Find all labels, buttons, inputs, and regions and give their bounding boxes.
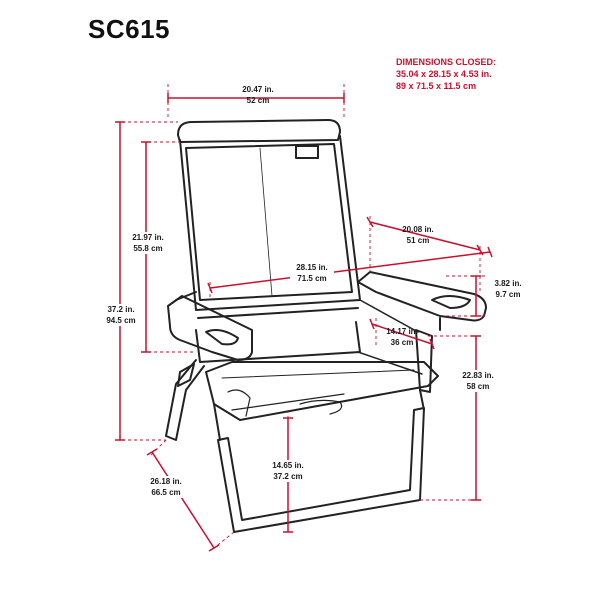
dim-label-seat-depth: 14.17 in. 36 cm xyxy=(380,326,424,348)
front-leg-frame xyxy=(217,407,425,533)
dim-seat-depth-cm: 36 cm xyxy=(390,338,414,347)
right-side-rail xyxy=(359,299,419,333)
seat-strap-left xyxy=(227,389,251,417)
dimensions-closed-metric: 89 x 71.5 x 11.5 cm xyxy=(396,81,477,91)
right-rear-leg xyxy=(415,329,433,393)
dim-overall-width-cm: 71.5 cm xyxy=(297,274,327,283)
dimensions-closed-block: DIMENSIONS CLOSED: 35.04 x 28.15 x 4.53 … xyxy=(396,56,496,92)
dim-total-height-cm: 94.5 cm xyxy=(106,316,136,325)
dim-back-height-in: 21.97 in. xyxy=(132,233,164,242)
dim-line-overall-width xyxy=(209,251,491,289)
dim-label-total-height: 37.2 in. 94.5 cm xyxy=(100,304,142,326)
backrest-tag xyxy=(295,145,319,159)
right-armrest xyxy=(357,271,487,322)
dim-label-depth: 26.18 in. 66.5 cm xyxy=(144,476,188,498)
dim-armrest-length-in: 20.08 in. xyxy=(402,225,434,234)
seat-strap-right xyxy=(299,399,343,415)
dimension-lines xyxy=(115,84,493,552)
dim-seat-height-in: 14.65 in. xyxy=(272,461,304,470)
dim-label-armrest-width: 3.82 in. 9.7 cm xyxy=(488,278,528,300)
right-lower-rail xyxy=(357,351,423,375)
dim-label-top-width: 20.47 in. 52 cm xyxy=(236,84,280,106)
dim-line-armrest-length xyxy=(369,221,481,251)
seat-fabric-edge xyxy=(221,369,415,379)
dim-arm-height-cm: 58 cm xyxy=(466,382,490,391)
dim-top-width-cm: 52 cm xyxy=(246,96,270,105)
seat-frame xyxy=(205,361,439,421)
chair-outline xyxy=(165,119,487,533)
dim-line-seat-depth xyxy=(371,323,433,345)
dim-arm-height-in: 22.83 in. xyxy=(462,371,494,380)
dim-armrest-length-cm: 51 cm xyxy=(406,236,430,245)
left-leg-bracket xyxy=(177,363,195,387)
dim-back-height-cm: 55.8 cm xyxy=(133,244,163,253)
backrest-frame xyxy=(179,135,361,311)
seat-crossbar xyxy=(231,393,345,411)
left-armrest-pivot xyxy=(175,291,197,301)
dim-label-arm-height: 22.83 in. 58 cm xyxy=(456,370,500,392)
dim-armrest-width-cm: 9.7 cm xyxy=(495,290,521,299)
dim-label-back-height: 21.97 in. 55.8 cm xyxy=(126,232,170,254)
right-cupholder xyxy=(431,295,471,309)
backrest-top-handle xyxy=(177,119,341,143)
dim-line-depth xyxy=(151,451,215,549)
dim-depth-in: 26.18 in. xyxy=(150,477,182,486)
dim-armrest-width-in: 3.82 in. xyxy=(494,279,522,288)
dim-total-height-in: 37.2 in. xyxy=(107,305,135,314)
dim-top-width-in: 20.47 in. xyxy=(242,85,274,94)
dim-label-overall-width: 28.15 in. 71.5 cm xyxy=(290,262,334,284)
right-front-leg-upper xyxy=(419,389,425,411)
dimensions-closed-heading: DIMENSIONS CLOSED: xyxy=(396,57,497,67)
left-armrest xyxy=(167,295,253,361)
dim-seat-height-cm: 37.2 cm xyxy=(273,472,303,481)
dim-overall-width-in: 28.15 in. xyxy=(296,263,328,272)
backrest-seam xyxy=(259,147,273,297)
backrest-fabric xyxy=(185,143,353,301)
product-model-title: SC615 xyxy=(88,14,170,44)
left-front-leg-upper xyxy=(213,403,221,441)
dim-label-armrest-length: 20.08 in. 51 cm xyxy=(396,224,440,246)
dim-depth-cm: 66.5 cm xyxy=(151,488,181,497)
dim-label-seat-height: 14.65 in. 37.2 cm xyxy=(266,460,310,482)
left-cupholder xyxy=(205,329,239,346)
left-rear-leg xyxy=(165,359,205,441)
dimensions-closed-imperial: 35.04 x 28.15 x 4.53 in. xyxy=(396,69,492,79)
dim-seat-depth-in: 14.17 in. xyxy=(386,327,418,336)
